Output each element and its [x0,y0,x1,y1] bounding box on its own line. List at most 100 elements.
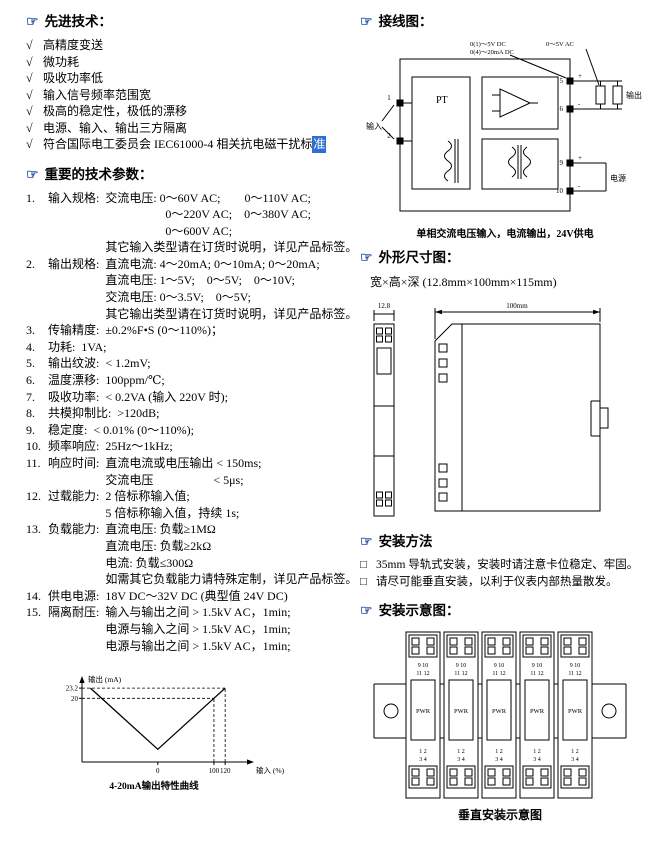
terminal-1-label: 1 [387,94,391,102]
spec-line: 其它输入类型请在订货时说明，详见产品标签。 [105,240,358,255]
spec-label: 共模抑制比: [48,406,112,421]
module-terminal-numbers: 3 4 [571,757,579,763]
spec-lines: 18V DC～32V DC (典型值 24V DC) [105,588,360,605]
feature-text: 吸收功率低 [43,71,104,85]
input-label: 输入 [366,121,382,131]
spec-line: 其它输出类型请在订货时说明，详见产品标签。 [105,306,358,321]
module-terminal-numbers: 11 12 [568,671,581,677]
spec-lines: 25Hz～1kHz; [105,438,360,455]
module-body-label: PWR [492,708,507,715]
method-text: 35mm 导轨式安装，安装时请注意卡位稳定、牢固。 [376,559,639,571]
feature-item: √ 高精度变送 [26,37,360,54]
methods-header: ☞ 安装方法 [360,530,652,551]
spec-lines: < 0.2VA (输入 220V 时); [105,389,360,406]
check-icon: √ [26,87,33,102]
spec-label: 传输精度: [48,323,100,338]
spec-number: 1. [26,190,35,205]
feature-item: √电源、输入、输出三方隔离 [26,120,360,137]
pointing-hand-icon: ☞ [360,604,373,619]
spec-line: >120dB; [117,406,160,421]
spec-item: 14.供电电源:18V DC～32V DC (典型值 24V DC) [26,588,360,605]
spec-line: 直流电流: 4～20mA; 0～10mA; 0～20mA; [105,256,320,271]
feature-text: 高精度变送 [43,38,104,52]
spec-line: 如需其它负载能力请特殊定制，详见产品标签。 [105,572,358,587]
module-terminal-numbers: 3 4 [457,757,465,763]
spec-item: 7. 吸收功率: < 0.2VA (输入 220V 时); [26,389,360,406]
pointing-hand-icon: ☞ [360,15,373,30]
dims-title: 外形尺寸图： [378,250,460,265]
size-line: 宽×高×深 (12.8mm×100mm×115mm) [370,275,557,289]
module-body-label: PWR [416,708,431,715]
spec-number: 12. [26,489,41,504]
feature-item: √ 吸收功率低 [26,70,360,87]
spec-line: 直流电压: 1～5V; 0～5V; 0～10V; [105,273,296,288]
features-title: 先进技术： [44,14,113,29]
method-item: □ 35mm 导轨式安装，安装时请注意卡位稳定、牢固。 [360,557,652,574]
svg-text:20: 20 [71,695,79,703]
spec-label: 响应时间: [48,456,100,470]
spec-item: 12.过载能力:2 倍标称输入值;5 倍标称输入值，持续 1s; [26,488,360,521]
module-terminal-numbers: 11 12 [492,671,505,677]
rail-hole [601,703,617,719]
spec-lines: 1VA; [81,339,360,356]
spec-item: 15.隔离耐压:输入与输出之间 > 1.5kV AC，1min;电源与输入之间 … [26,604,360,654]
module-body-label: PWR [530,708,545,715]
spec-line: < 0.01% (0～110%); [93,422,194,437]
svg-text:23.2: 23.2 [66,685,79,693]
check-icon: √ [26,71,33,85]
module-terminal-numbers: 1 2 [571,749,579,755]
spec-item: 3.传输精度:±0.2%F•S (0～110%)； [26,322,360,339]
spec-line: 电源与输出之间 > 1.5kV AC，1min; [105,638,291,653]
spec-number: 10. [26,439,41,454]
spec-line: 2 倍标称输入值; [105,489,190,504]
spec-item: 1.输入规格:交流电压: 0～60V AC; 0～110V AC; 0～220V… [26,190,360,256]
pointing-hand-icon: ☞ [360,251,373,266]
pointing-hand-icon: ☞ [26,15,39,30]
feature-text: 输入信号频率范围宽 [43,87,152,102]
spec-line: 直流电压: 负载≥1MΩ [105,522,216,537]
wiring-title: 接线图： [378,14,433,29]
power-label: 电源 [610,173,626,183]
module-terminal-numbers: 9 10 [570,663,581,669]
spec-label: 输出纹波: [48,356,100,371]
wiring-lines [381,48,623,212]
wiring-diagram: PT 1 2 5 6 9 10 + - + - 输入 输出 电源 0(1)～5V… [366,41,642,212]
spec-number: 5. [26,356,35,371]
check-icon: √ [26,137,33,151]
module-terminal-numbers: 9 10 [532,663,543,669]
pt-label: PT [436,95,448,106]
dimension-lines [373,308,609,517]
spec-number: 6. [26,373,35,388]
install-header: ☞ 安装示意图： [360,599,652,620]
top-dimension-label: 100mm [506,302,528,310]
features-header: ☞ 先进技术： [26,10,360,31]
spec-line: 直流电压: 负载≥2kΩ [105,538,212,553]
spec-line: 100ppm/℃; [105,373,165,388]
highlighted-char: 准 [312,136,327,153]
spec-item: 6.温度漂移:100ppm/℃; [26,372,360,389]
spec-item: 9.稳定度:< 0.01% (0～110%); [26,422,360,439]
spec-number: 4. [26,339,35,354]
spec-line: 1VA; [81,339,107,354]
chart-caption: 4-20mA输出特性曲线 [109,782,199,793]
left-column: ☞ 先进技术： √高精度变送√微功耗√吸收功率低√输入信号频率范围宽√极高的稳定… [26,8,360,792]
spec-number: 11. [26,456,41,470]
chart-axes [79,676,254,765]
spec-label: 负载能力: [48,522,100,537]
spec-label: 吸收功率: [48,389,100,404]
feature-item: √极高的稳定性，极低的漂移 [26,103,360,120]
chart-xlabel: 输入 (%) [256,765,285,775]
spec-number: 7. [26,389,35,404]
svg-text:0: 0 [156,767,160,775]
strip-width-dim: 12.8 [378,302,391,310]
check-icon: √ [26,120,33,135]
spec-label: 供电电源: [48,588,100,603]
spec-label: 功耗: [48,339,76,354]
spec-line: ±0.2%F•S (0～110%)； [105,323,224,338]
terminal-5-label: 5 [560,77,564,85]
check-icon: √ [26,38,33,52]
